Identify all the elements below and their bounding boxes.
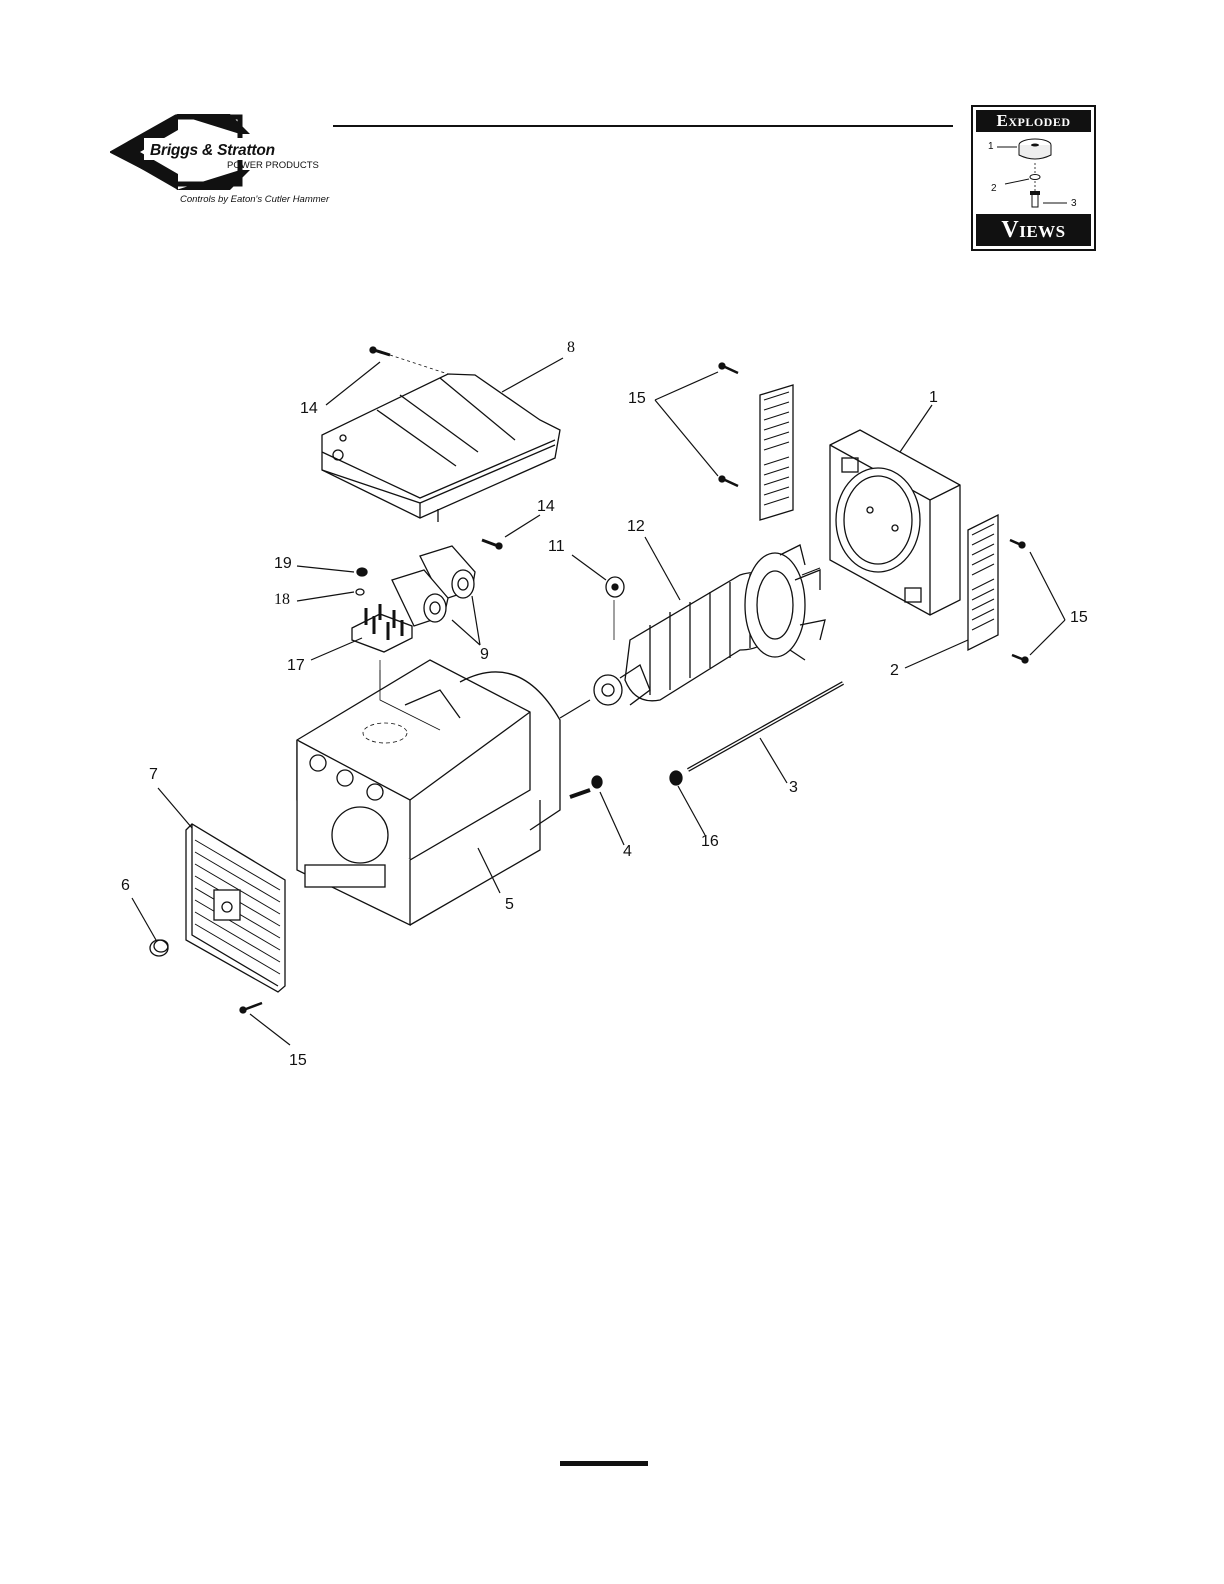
top-cover-part bbox=[322, 374, 560, 522]
housing-part bbox=[297, 660, 560, 925]
screw-14-top bbox=[370, 347, 448, 374]
plug-part bbox=[150, 940, 168, 956]
screw-14-bottom bbox=[482, 540, 502, 549]
louver-cover-side bbox=[968, 515, 998, 650]
callout-11: 11 bbox=[548, 538, 565, 556]
callout-2: 2 bbox=[890, 662, 899, 680]
louver-cover-top bbox=[760, 385, 793, 520]
callout-14-bottom: 14 bbox=[537, 498, 555, 516]
grille-part bbox=[186, 824, 285, 992]
callout-7: 7 bbox=[149, 766, 158, 784]
footer-bar bbox=[560, 1461, 648, 1466]
callout-15-right: 15 bbox=[1070, 609, 1088, 627]
callout-9: 9 bbox=[480, 646, 489, 664]
capacitors-part bbox=[392, 546, 475, 626]
callout-15-top: 15 bbox=[628, 390, 646, 408]
callout-5: 5 bbox=[505, 896, 514, 914]
callout-16: 16 bbox=[701, 833, 719, 851]
callout-14-top: 14 bbox=[300, 400, 318, 418]
callout-4: 4 bbox=[623, 843, 632, 861]
callout-12: 12 bbox=[627, 518, 645, 536]
callout-19: 19 bbox=[274, 555, 292, 573]
callout-15-bottom: 15 bbox=[289, 1052, 307, 1070]
callout-1: 1 bbox=[929, 389, 938, 407]
callout-3: 3 bbox=[789, 779, 798, 797]
end-frame-part bbox=[830, 430, 960, 615]
callout-6: 6 bbox=[121, 877, 130, 895]
callout-17: 17 bbox=[287, 657, 305, 675]
callout-8: 8 bbox=[567, 339, 575, 357]
bolt-4-part bbox=[570, 776, 602, 797]
callout-18: 18 bbox=[274, 591, 290, 609]
holder-11-part bbox=[606, 577, 624, 640]
nut-washer-parts bbox=[356, 568, 367, 595]
through-bolt-part bbox=[670, 683, 843, 785]
rotor-part bbox=[594, 545, 825, 705]
